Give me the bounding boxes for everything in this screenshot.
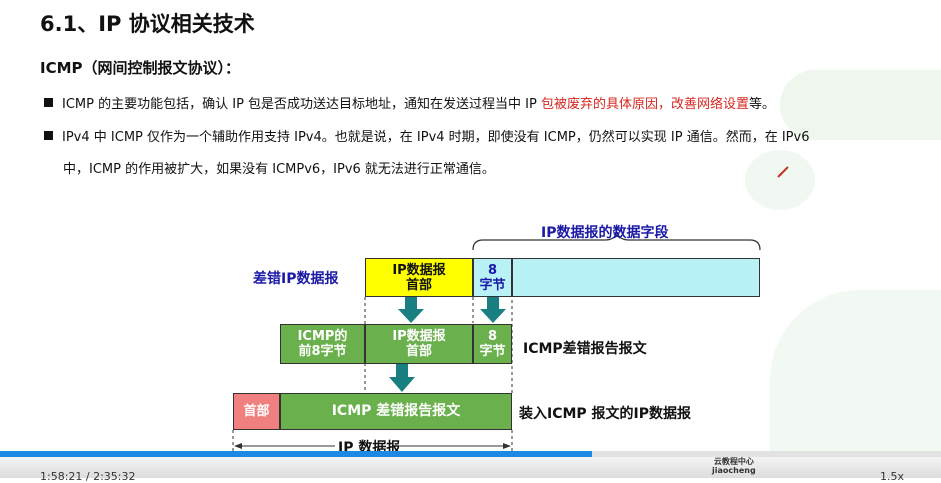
bullet-2-continued: 中，ICMP 的作用被扩大，如果没有 ICMPv6，IPv6 就无法进行正常通信… [63, 162, 495, 177]
bullet-1-text: ICMP 的主要功能包括，确认 IP 包是否成功送达目标地址，通知在发送过程当中… [62, 97, 541, 112]
watermark-shape [745, 150, 815, 210]
icmp-eight-bytes-box: 8 字节 [473, 324, 512, 364]
watermark-shape [770, 290, 941, 460]
brand-line-1: 云教程中心 [713, 457, 754, 466]
data-field-label: IP数据报的数据字段 [541, 225, 669, 241]
watermark-shape [780, 70, 941, 140]
bullet-1-highlight: 包被废弃的具体原因，改善网络设置 [540, 97, 749, 112]
playback-rate-button[interactable]: 1.5x [880, 470, 905, 483]
ip-header-box: IP数据报 首部 [365, 258, 473, 297]
encapsulated-ip-datagram-label: 装入ICMP 报文的IP数据报 [519, 406, 692, 422]
bullet-2-line1: IPv4 中 ICMP 仅作为一个辅助作用支持 IPv4。也就是说，在 IPv4… [62, 130, 810, 145]
icmp-ip-header-box: IP数据报 首部 [365, 324, 473, 364]
eight-bytes-box: 8 字节 [473, 258, 512, 297]
playback-time: 1:58:21 / 2:35:32 [40, 470, 136, 483]
progress-fill [0, 451, 592, 457]
bullet-2: IPv4 中 ICMP 仅作为一个辅助作用支持 IPv4。也就是说，在 IPv4… [44, 126, 809, 145]
bullet-1: ICMP 的主要功能包括，确认 IP 包是否成功送达目标地址，通知在发送过程当中… [44, 93, 775, 112]
icmp-front-8-bytes-box: ICMP的 前8字节 [280, 324, 365, 364]
error-ip-datagram-label: 差错IP数据报 [253, 271, 339, 287]
player-control-bar [0, 457, 941, 478]
brand-line-2: jiaocheng [712, 466, 756, 475]
icmp-error-report-box: ICMP 差错报告报文 [280, 393, 512, 430]
slide-title: 6.1、IP 协议相关技术 [40, 12, 255, 36]
header-box: 首部 [233, 393, 280, 430]
icmp-error-report-label: ICMP差错报告报文 [523, 341, 647, 357]
bullet-square-icon [44, 98, 53, 107]
data-field-box [512, 258, 760, 297]
bullet-square-icon [44, 131, 53, 140]
slide-subtitle: ICMP（网间控制报文协议）： [40, 59, 241, 77]
bullet-1-tail: 等。 [749, 97, 776, 112]
brand-logo: 云教程中心 jiaocheng [712, 457, 756, 475]
pen-cursor-icon [777, 166, 789, 178]
